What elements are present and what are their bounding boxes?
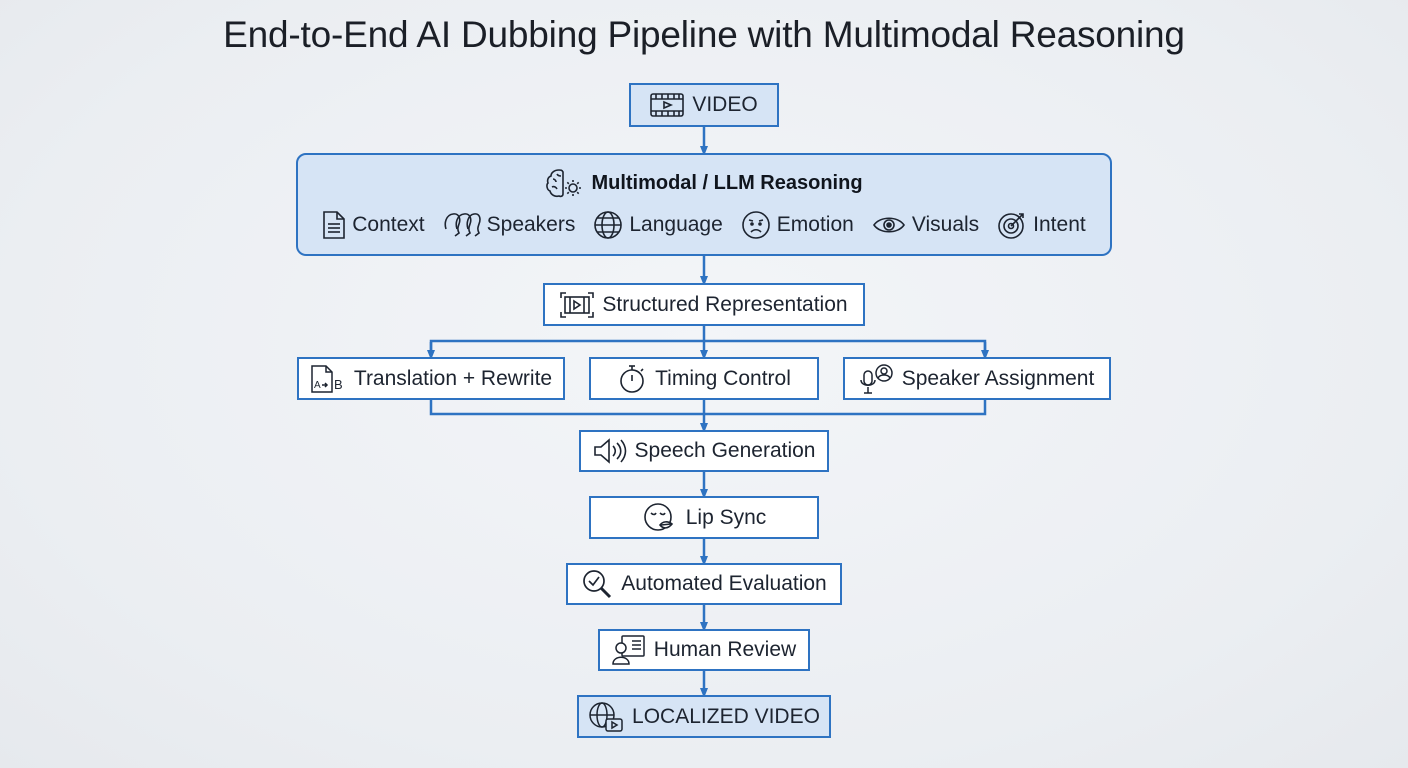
timing-control-node: Timing Control xyxy=(589,357,819,400)
human-review-node: Human Review xyxy=(598,629,810,671)
svg-text:A: A xyxy=(314,380,321,391)
branch-line xyxy=(429,339,987,355)
translation-rewrite-node: A B Translation + Rewrite xyxy=(297,357,565,400)
llm-item-label: Language xyxy=(629,213,723,236)
timing-label: Timing Control xyxy=(655,366,791,390)
translate-icon: A B xyxy=(310,364,346,394)
brain-gear-icon xyxy=(545,167,583,199)
lipsync-label: Lip Sync xyxy=(685,505,767,529)
film-icon xyxy=(650,93,685,117)
speaker-label: Speaker Assignment xyxy=(901,366,1095,390)
diagram-title: End-to-End AI Dubbing Pipeline with Mult… xyxy=(223,14,1185,55)
localized-video-node: LOCALIZED VIDEO xyxy=(577,695,831,738)
speakers-icon xyxy=(443,211,481,239)
eye-icon xyxy=(872,213,906,237)
review-label: Human Review xyxy=(653,638,797,661)
llm-item-speakers: Speakers xyxy=(443,211,576,239)
llm-item-label: Visuals xyxy=(911,213,980,236)
llm-item-language: Language xyxy=(593,210,723,240)
target-icon xyxy=(997,210,1027,240)
frame-icon xyxy=(560,291,595,318)
lip-sync-node: Lip Sync xyxy=(589,496,819,539)
speaker-icon xyxy=(593,437,627,465)
llm-item-visuals: Visuals xyxy=(872,213,979,237)
llm-title: Multimodal / LLM Reasoning xyxy=(591,171,863,194)
output-label: LOCALIZED VIDEO xyxy=(632,704,820,728)
mic-person-icon xyxy=(859,363,894,395)
llm-item-context: Context xyxy=(322,210,425,240)
evaluation-label: Automated Evaluation xyxy=(621,572,827,595)
structured-representation-node: Structured Representation xyxy=(543,283,865,326)
llm-item-label: Speakers xyxy=(486,213,576,236)
speech-generation-node: Speech Generation xyxy=(579,430,829,472)
globe-video-icon xyxy=(588,701,624,733)
llm-item-emotion: Emotion xyxy=(741,210,854,240)
merge-line xyxy=(429,400,987,416)
structured-label: Structured Representation xyxy=(602,292,848,316)
llm-item-label: Intent xyxy=(1033,213,1086,236)
document-icon xyxy=(322,210,346,240)
stopwatch-icon xyxy=(617,364,647,394)
face-icon xyxy=(741,210,771,240)
video-node: VIDEO xyxy=(629,83,779,127)
translation-label: Translation + Rewrite xyxy=(353,366,553,390)
reviewer-icon xyxy=(612,634,646,666)
speaker-assignment-node: Speaker Assignment xyxy=(843,357,1111,400)
llm-item-label: Context xyxy=(352,213,425,236)
llm-item-intent: Intent xyxy=(997,210,1086,240)
globe-icon xyxy=(593,210,623,240)
svg-text:B: B xyxy=(334,377,343,392)
llm-reasoning-node: Multimodal / LLM Reasoning Context Speak… xyxy=(296,153,1112,256)
llm-item-label: Emotion xyxy=(776,213,854,236)
magnifier-check-icon xyxy=(581,568,613,600)
automated-evaluation-node: Automated Evaluation xyxy=(566,563,842,605)
video-label: VIDEO xyxy=(692,93,758,116)
lips-icon xyxy=(642,502,678,534)
speech-label: Speech Generation xyxy=(634,439,816,462)
